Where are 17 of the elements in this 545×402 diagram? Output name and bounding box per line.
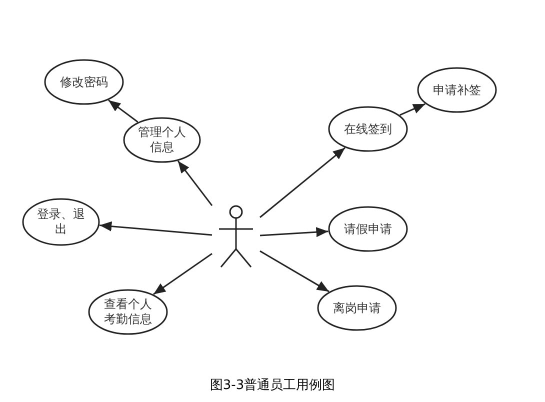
use-case-label: 查看个人考勤信息 bbox=[103, 297, 153, 327]
arrow bbox=[260, 227, 328, 238]
use-case-label: 修改密码 bbox=[60, 74, 108, 90]
use-case-label: 离岗申请 bbox=[333, 300, 381, 316]
use-case-label: 登录、退出 bbox=[36, 207, 86, 237]
use-case-label: 管理个人信息 bbox=[137, 125, 187, 155]
arrow bbox=[260, 147, 346, 218]
arrow bbox=[100, 221, 212, 236]
use-case-label: 在线签到 bbox=[344, 122, 392, 136]
use-case-label: 申请补签 bbox=[433, 82, 481, 98]
use-case-label: 请假申请 bbox=[344, 222, 392, 236]
figure-caption: 图3-3普通员工用例图 bbox=[210, 378, 336, 393]
arrow bbox=[177, 160, 213, 206]
arrow bbox=[400, 103, 426, 116]
arrow bbox=[153, 253, 212, 295]
arrow bbox=[260, 250, 330, 292]
arrow bbox=[108, 100, 138, 123]
